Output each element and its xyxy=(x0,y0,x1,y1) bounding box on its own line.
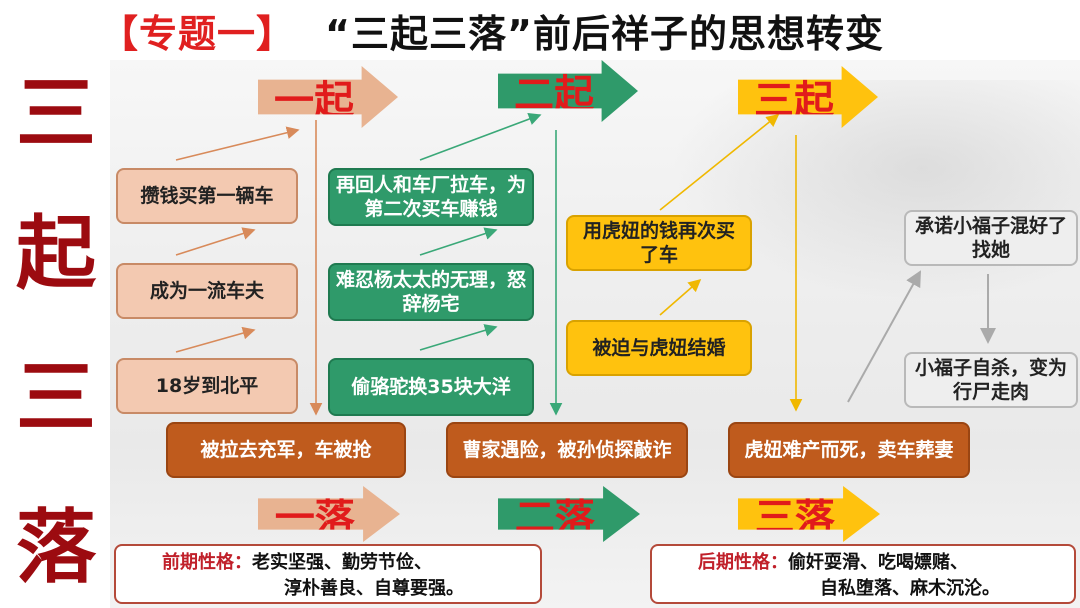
side-char-luo: 落 xyxy=(16,501,96,594)
arrow-line-s2c xyxy=(419,324,498,351)
stage1-fall: 被拉去充军，车被抢 xyxy=(166,422,406,478)
arrow-line-s3a xyxy=(659,113,780,211)
late-traits-line2: 自私堕落、麻木沉沦。 xyxy=(820,578,1000,599)
late-traits-label: 后期性格： xyxy=(698,552,788,573)
stage2-fall: 曹家遇险，被孙侦探敲诈 xyxy=(446,422,688,478)
stage2-item-camels: 偷骆驼换35块大洋 xyxy=(328,358,534,416)
after-item-promise: 承诺小福子混好了找她 xyxy=(904,210,1078,266)
arrow-line-after-up xyxy=(847,270,921,403)
arrow-line-s1a xyxy=(175,126,300,161)
side-char-san-1: 三 xyxy=(16,67,96,160)
stage2-item-quit-yang: 难忍杨太太的无理，怒辞杨宅 xyxy=(328,263,534,321)
title-tag: 【专题一】 xyxy=(100,11,296,56)
stage3-fall: 虎妞难产而死，卖车葬妻 xyxy=(728,422,970,478)
stage1-item-to-beiping: 18岁到北平 xyxy=(116,358,298,414)
side-char-qi: 起 xyxy=(16,207,96,300)
arrow-line-s3b xyxy=(659,278,702,316)
after-item-suicide: 小福子自杀，变为行尸走肉 xyxy=(904,352,1078,408)
early-traits-box: 前期性格：老实坚强、勤劳节俭、 淳朴善良、自尊要强。 xyxy=(114,544,542,604)
side-char-san-2: 三 xyxy=(16,351,96,444)
stage1-item-top-puller: 成为一流车夫 xyxy=(116,263,298,319)
late-traits-line1: 偷奸耍滑、吃喝嫖赌、 xyxy=(788,552,968,573)
arrow-line-s2b xyxy=(419,227,498,256)
arrow-line-s1b xyxy=(175,227,256,256)
early-traits-line1: 老实坚强、勤劳节俭、 xyxy=(252,552,432,573)
stage1-item-buy-car: 攒钱买第一辆车 xyxy=(116,168,298,224)
arrow-line-s1c xyxy=(175,326,256,353)
page-title: 【专题一】 “三起三落”前后祥子的思想转变 xyxy=(0,0,1080,60)
early-traits-line2: 淳朴善良、自尊要强。 xyxy=(284,578,464,599)
title-main: “三起三落”前后祥子的思想转变 xyxy=(325,11,884,56)
stage3-item-huniu-money: 用虎妞的钱再次买了车 xyxy=(566,215,752,271)
arrow-line-s2a xyxy=(419,112,542,161)
late-traits-box: 后期性格：偷奸耍滑、吃喝嫖赌、 自私堕落、麻木沉沦。 xyxy=(650,544,1076,604)
stage3-item-marry-huniu: 被迫与虎妞结婚 xyxy=(566,320,752,376)
early-traits-label: 前期性格： xyxy=(162,552,252,573)
stage2-item-return-factory: 再回人和车厂拉车，为第二次买车赚钱 xyxy=(328,168,534,226)
